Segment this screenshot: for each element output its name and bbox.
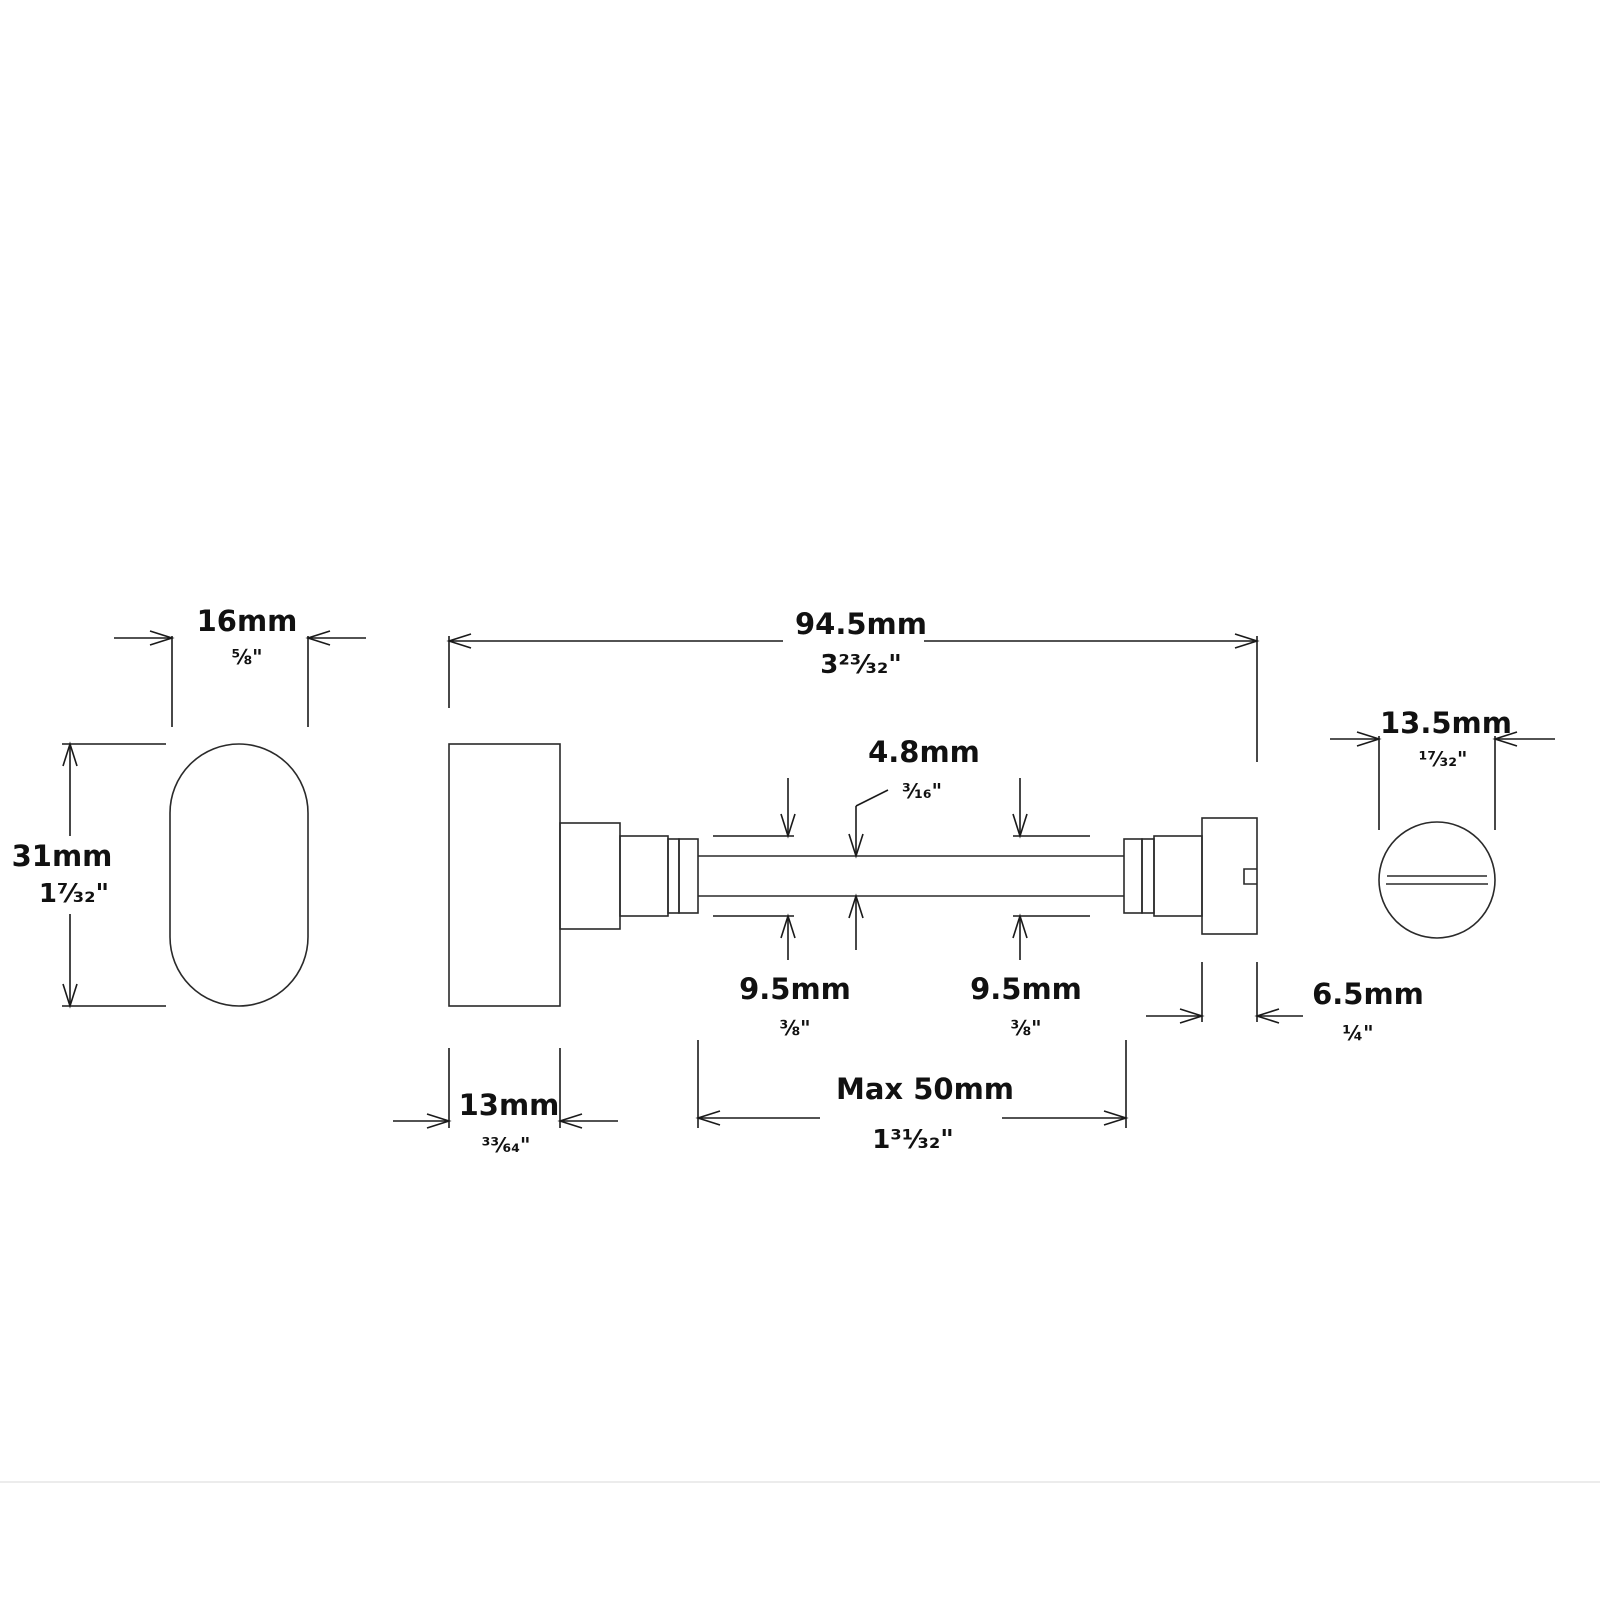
- right-collar-mm-label: 9.5mm: [970, 972, 1082, 1006]
- oval-height-inch-label: 1⁷⁄₃₂": [39, 879, 109, 909]
- screw-head-end-view: [1378, 821, 1496, 939]
- screw-slot-notch: [1243, 868, 1257, 885]
- spindle-diameter-inch-label: ³⁄₁₆": [902, 779, 942, 803]
- oval-rose-outline: [169, 743, 309, 1007]
- left-ring: [667, 838, 680, 914]
- oval-width-inch-label: ⅝": [231, 645, 262, 669]
- overall-length-inch-label: 3²³⁄₃₂": [820, 650, 902, 680]
- dimension-oval-height: 31mm 1⁷⁄₃₂": [12, 741, 166, 1009]
- screw-head-circle: [1378, 821, 1496, 939]
- max-length-inch-label: 1³¹⁄₃₂": [872, 1125, 954, 1155]
- assembly-side-view: [448, 743, 1258, 1007]
- overall-length-mm-label: 94.5mm: [795, 607, 927, 641]
- dimension-screw-head-diameter: 13.5mm ¹⁷⁄₃₂": [1330, 706, 1555, 830]
- dimension-left-collar: 9.5mm ⅜": [713, 778, 851, 1040]
- right-ring-inner: [1141, 838, 1155, 914]
- dimension-oval-width: 16mm ⅝": [114, 604, 366, 727]
- dimension-spindle-diameter: 4.8mm ³⁄₁₆": [848, 735, 980, 950]
- spindle-diameter-mm-label: 4.8mm: [868, 735, 980, 769]
- right-collar-inch-label: ⅜": [1010, 1016, 1041, 1040]
- rose-block: [448, 743, 561, 1007]
- right-ring: [1123, 838, 1143, 914]
- dimension-screw-head-width: 6.5mm ¼": [1146, 962, 1424, 1045]
- oval-rose-front-view: [169, 743, 309, 1007]
- oval-width-mm-label: 16mm: [197, 604, 298, 638]
- dimension-max-length: Max 50mm 1³¹⁄₃₂": [695, 1040, 1129, 1155]
- rose-thickness-mm-label: 13mm: [459, 1088, 560, 1122]
- screw-head-width-mm-label: 6.5mm: [1312, 977, 1424, 1011]
- left-ring-inner: [678, 838, 699, 914]
- max-length-mm-label: Max 50mm: [836, 1072, 1014, 1106]
- dimension-right-collar: 9.5mm ⅜": [970, 778, 1090, 1040]
- screw-head-width-inch-label: ¼": [1342, 1021, 1373, 1045]
- oval-height-mm-label: 31mm: [12, 839, 113, 873]
- left-collar-mm-label: 9.5mm: [739, 972, 851, 1006]
- dimension-overall-length: 94.5mm 3²³⁄₃₂": [446, 607, 1260, 762]
- dimension-rose-thickness: 13mm ³³⁄₆₄": [393, 1048, 618, 1157]
- screw-head-side: [1201, 817, 1258, 935]
- left-collar: [619, 835, 669, 917]
- left-shoulder: [559, 822, 621, 930]
- rose-thickness-inch-label: ³³⁄₆₄": [482, 1133, 531, 1157]
- left-collar-inch-label: ⅜": [779, 1016, 810, 1040]
- right-collar: [1153, 835, 1203, 917]
- screw-head-diameter-mm-label: 13.5mm: [1380, 706, 1512, 740]
- screw-head-diameter-inch-label: ¹⁷⁄₃₂": [1419, 747, 1468, 771]
